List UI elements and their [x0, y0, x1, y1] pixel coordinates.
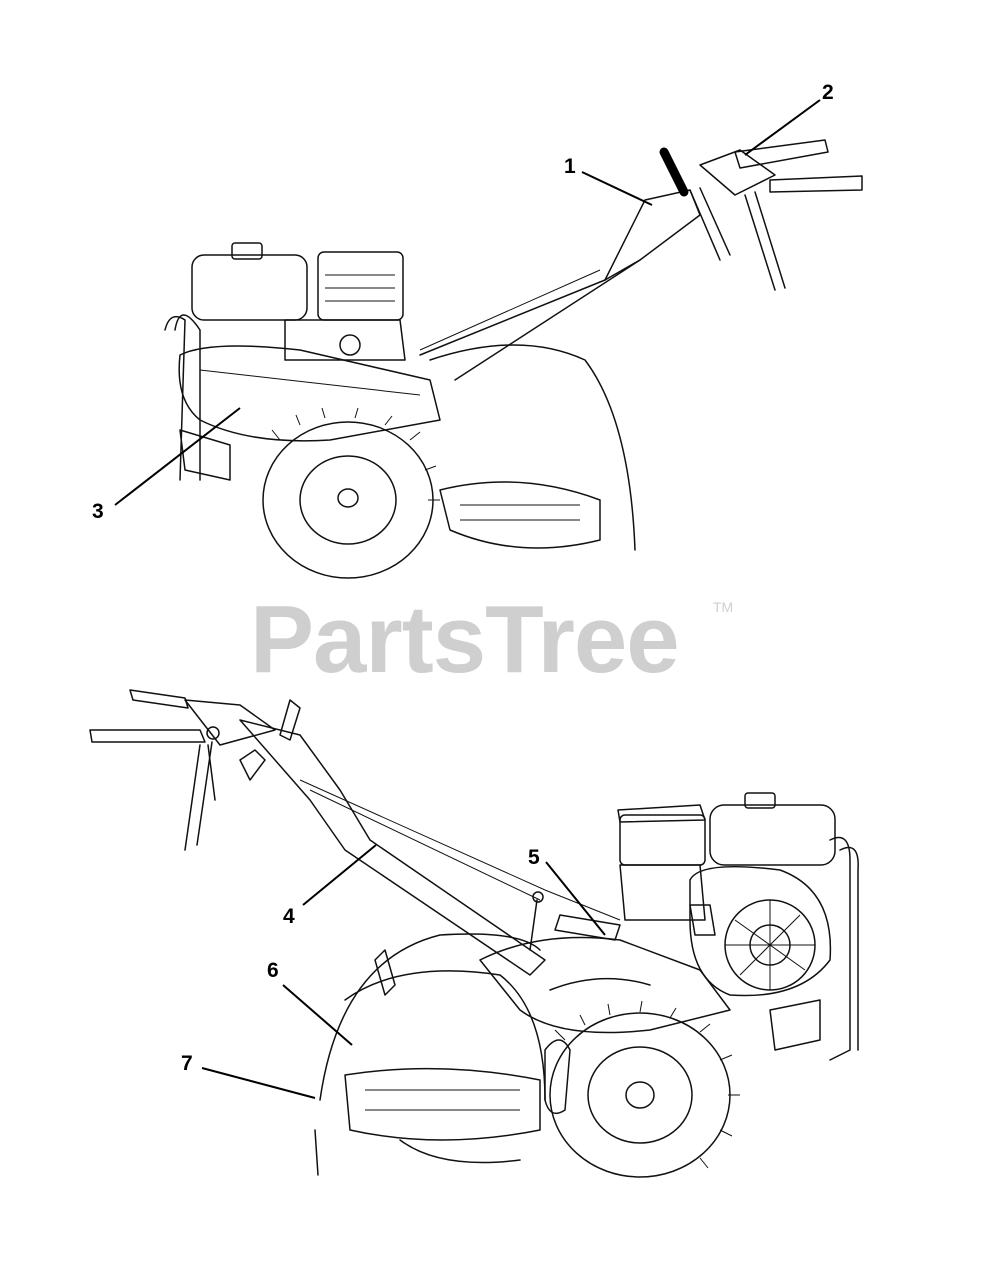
- callout-5: 5: [528, 846, 606, 936]
- watermark: PartsTree TM: [250, 586, 733, 693]
- watermark-text: PartsTree: [250, 586, 679, 693]
- callout-3: 3: [92, 407, 241, 523]
- callout-7: 7: [181, 1052, 316, 1099]
- grip-1: [659, 147, 689, 197]
- tiller-top-view: [164, 139, 863, 579]
- callout-label-6: 6: [267, 959, 279, 982]
- callout-label-2: 2: [822, 81, 834, 104]
- callout-label-4: 4: [283, 905, 295, 928]
- watermark-trademark: TM: [713, 599, 733, 615]
- callout-label-1: 1: [564, 155, 576, 178]
- tiller-bottom-view: [89, 689, 859, 1178]
- callout-label-3: 3: [92, 500, 104, 523]
- callout-4: 4: [283, 844, 377, 928]
- callout-1: 1: [564, 155, 653, 206]
- callout-2: 2: [744, 81, 834, 156]
- callout-6: 6: [267, 959, 353, 1046]
- callout-label-5: 5: [528, 846, 540, 869]
- callout-label-7: 7: [181, 1052, 193, 1075]
